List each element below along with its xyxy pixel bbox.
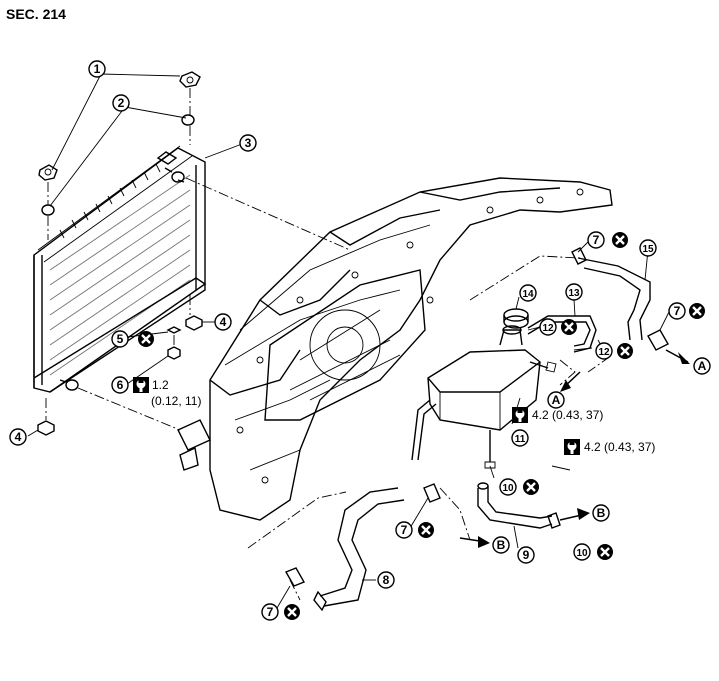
callout-8: 8	[377, 571, 395, 589]
lower-radiator-hose	[284, 483, 441, 612]
callout-13: 13	[565, 283, 583, 301]
svg-text:7: 7	[267, 605, 274, 619]
front-end-frame	[177, 177, 613, 521]
svg-text:11: 11	[515, 434, 526, 445]
torque-2: 4.2 (0.43, 37)	[532, 408, 603, 422]
clip-and-bolt	[166, 326, 182, 360]
svg-text:4: 4	[15, 430, 22, 444]
callout-7-middle: 7	[395, 521, 413, 539]
radiator-mount-lower	[37, 295, 203, 436]
callout-7-top: 7	[587, 231, 605, 249]
callout-12-right: 12	[595, 342, 613, 360]
ref-b-bottom: B	[492, 536, 510, 554]
svg-text:12: 12	[542, 323, 554, 334]
no-reuse-icon-7d	[282, 602, 302, 622]
svg-text:A: A	[698, 359, 707, 373]
callout-7-bottom: 7	[261, 603, 279, 621]
no-reuse-icon-7b	[687, 301, 707, 321]
ref-a-right: A	[693, 357, 711, 375]
reservoir-tank	[411, 325, 571, 471]
no-reuse-icon-7c	[416, 520, 436, 540]
no-reuse-icon-10a	[521, 477, 541, 497]
callout-12-left: 12	[539, 318, 557, 336]
svg-text:2: 2	[118, 96, 125, 110]
svg-text:1: 1	[94, 62, 101, 76]
callout-15: 15	[639, 239, 657, 257]
no-reuse-icon-12a	[559, 317, 579, 337]
callout-14: 14	[519, 284, 537, 302]
no-reuse-icon-5	[136, 329, 156, 349]
callout-1: 1	[88, 60, 106, 78]
no-reuse-icon-10b	[595, 542, 615, 562]
callout-6: 6	[111, 376, 129, 394]
torque-wrench-icon-2	[512, 407, 528, 423]
svg-text:B: B	[597, 506, 606, 520]
torque-3: 4.2 (0.43, 37)	[584, 440, 655, 454]
callout-10-right: 10	[573, 543, 591, 561]
svg-text:3: 3	[245, 136, 252, 150]
svg-text:14: 14	[522, 289, 534, 300]
callout-10-left: 10	[499, 478, 517, 496]
callouts: 1 2 3 4 4 5 6 7	[9, 60, 686, 621]
radiator-mount-upper-right	[179, 71, 201, 145]
ref-b-right: B	[592, 504, 610, 522]
callout-4-right: 4	[214, 313, 232, 331]
reservoir-cap	[503, 296, 529, 329]
svg-text:5: 5	[117, 332, 124, 346]
svg-text:7: 7	[401, 523, 408, 537]
svg-text:4: 4	[220, 315, 227, 329]
svg-text:6: 6	[117, 378, 124, 392]
radiator-mount-upper-left	[38, 164, 58, 240]
svg-text:A: A	[552, 393, 561, 407]
svg-text:10: 10	[502, 483, 514, 494]
callout-3: 3	[239, 134, 257, 152]
torque-wrench-icon-3	[564, 439, 580, 455]
callout-9: 9	[517, 546, 535, 564]
callout-5: 5	[111, 330, 129, 348]
svg-text:13: 13	[568, 288, 580, 299]
svg-text:B: B	[497, 538, 506, 552]
no-reuse-icon-12b	[615, 341, 635, 361]
heater-hose	[477, 482, 561, 549]
no-reuse-icon-7a	[610, 230, 630, 250]
svg-text:8: 8	[383, 573, 390, 587]
reference-marks: A A B B	[492, 357, 711, 554]
radiator	[33, 145, 207, 393]
callout-11: 11	[511, 429, 529, 447]
callout-4-left: 4	[9, 428, 27, 446]
section-title: SEC. 214	[6, 6, 66, 22]
upper-radiator-hose	[571, 247, 669, 351]
svg-text:7: 7	[593, 233, 600, 247]
svg-text:7: 7	[674, 304, 681, 318]
torque-wrench-icon-1	[133, 377, 149, 393]
svg-text:15: 15	[642, 244, 654, 255]
torque-specs: 1.2 (0.12, 11) 4.2 (0.43, 37) 4.2 (0.43,…	[133, 377, 655, 455]
callout-2: 2	[112, 94, 130, 112]
torque-1-units: (0.12, 11)	[151, 394, 201, 408]
flow-arrows	[459, 349, 690, 548]
svg-text:9: 9	[523, 548, 530, 562]
callout-7-right: 7	[668, 302, 686, 320]
torque-1-value: 1.2	[152, 378, 169, 392]
svg-text:12: 12	[598, 347, 610, 358]
ref-a-center: A	[547, 391, 565, 409]
svg-text:10: 10	[576, 548, 588, 559]
